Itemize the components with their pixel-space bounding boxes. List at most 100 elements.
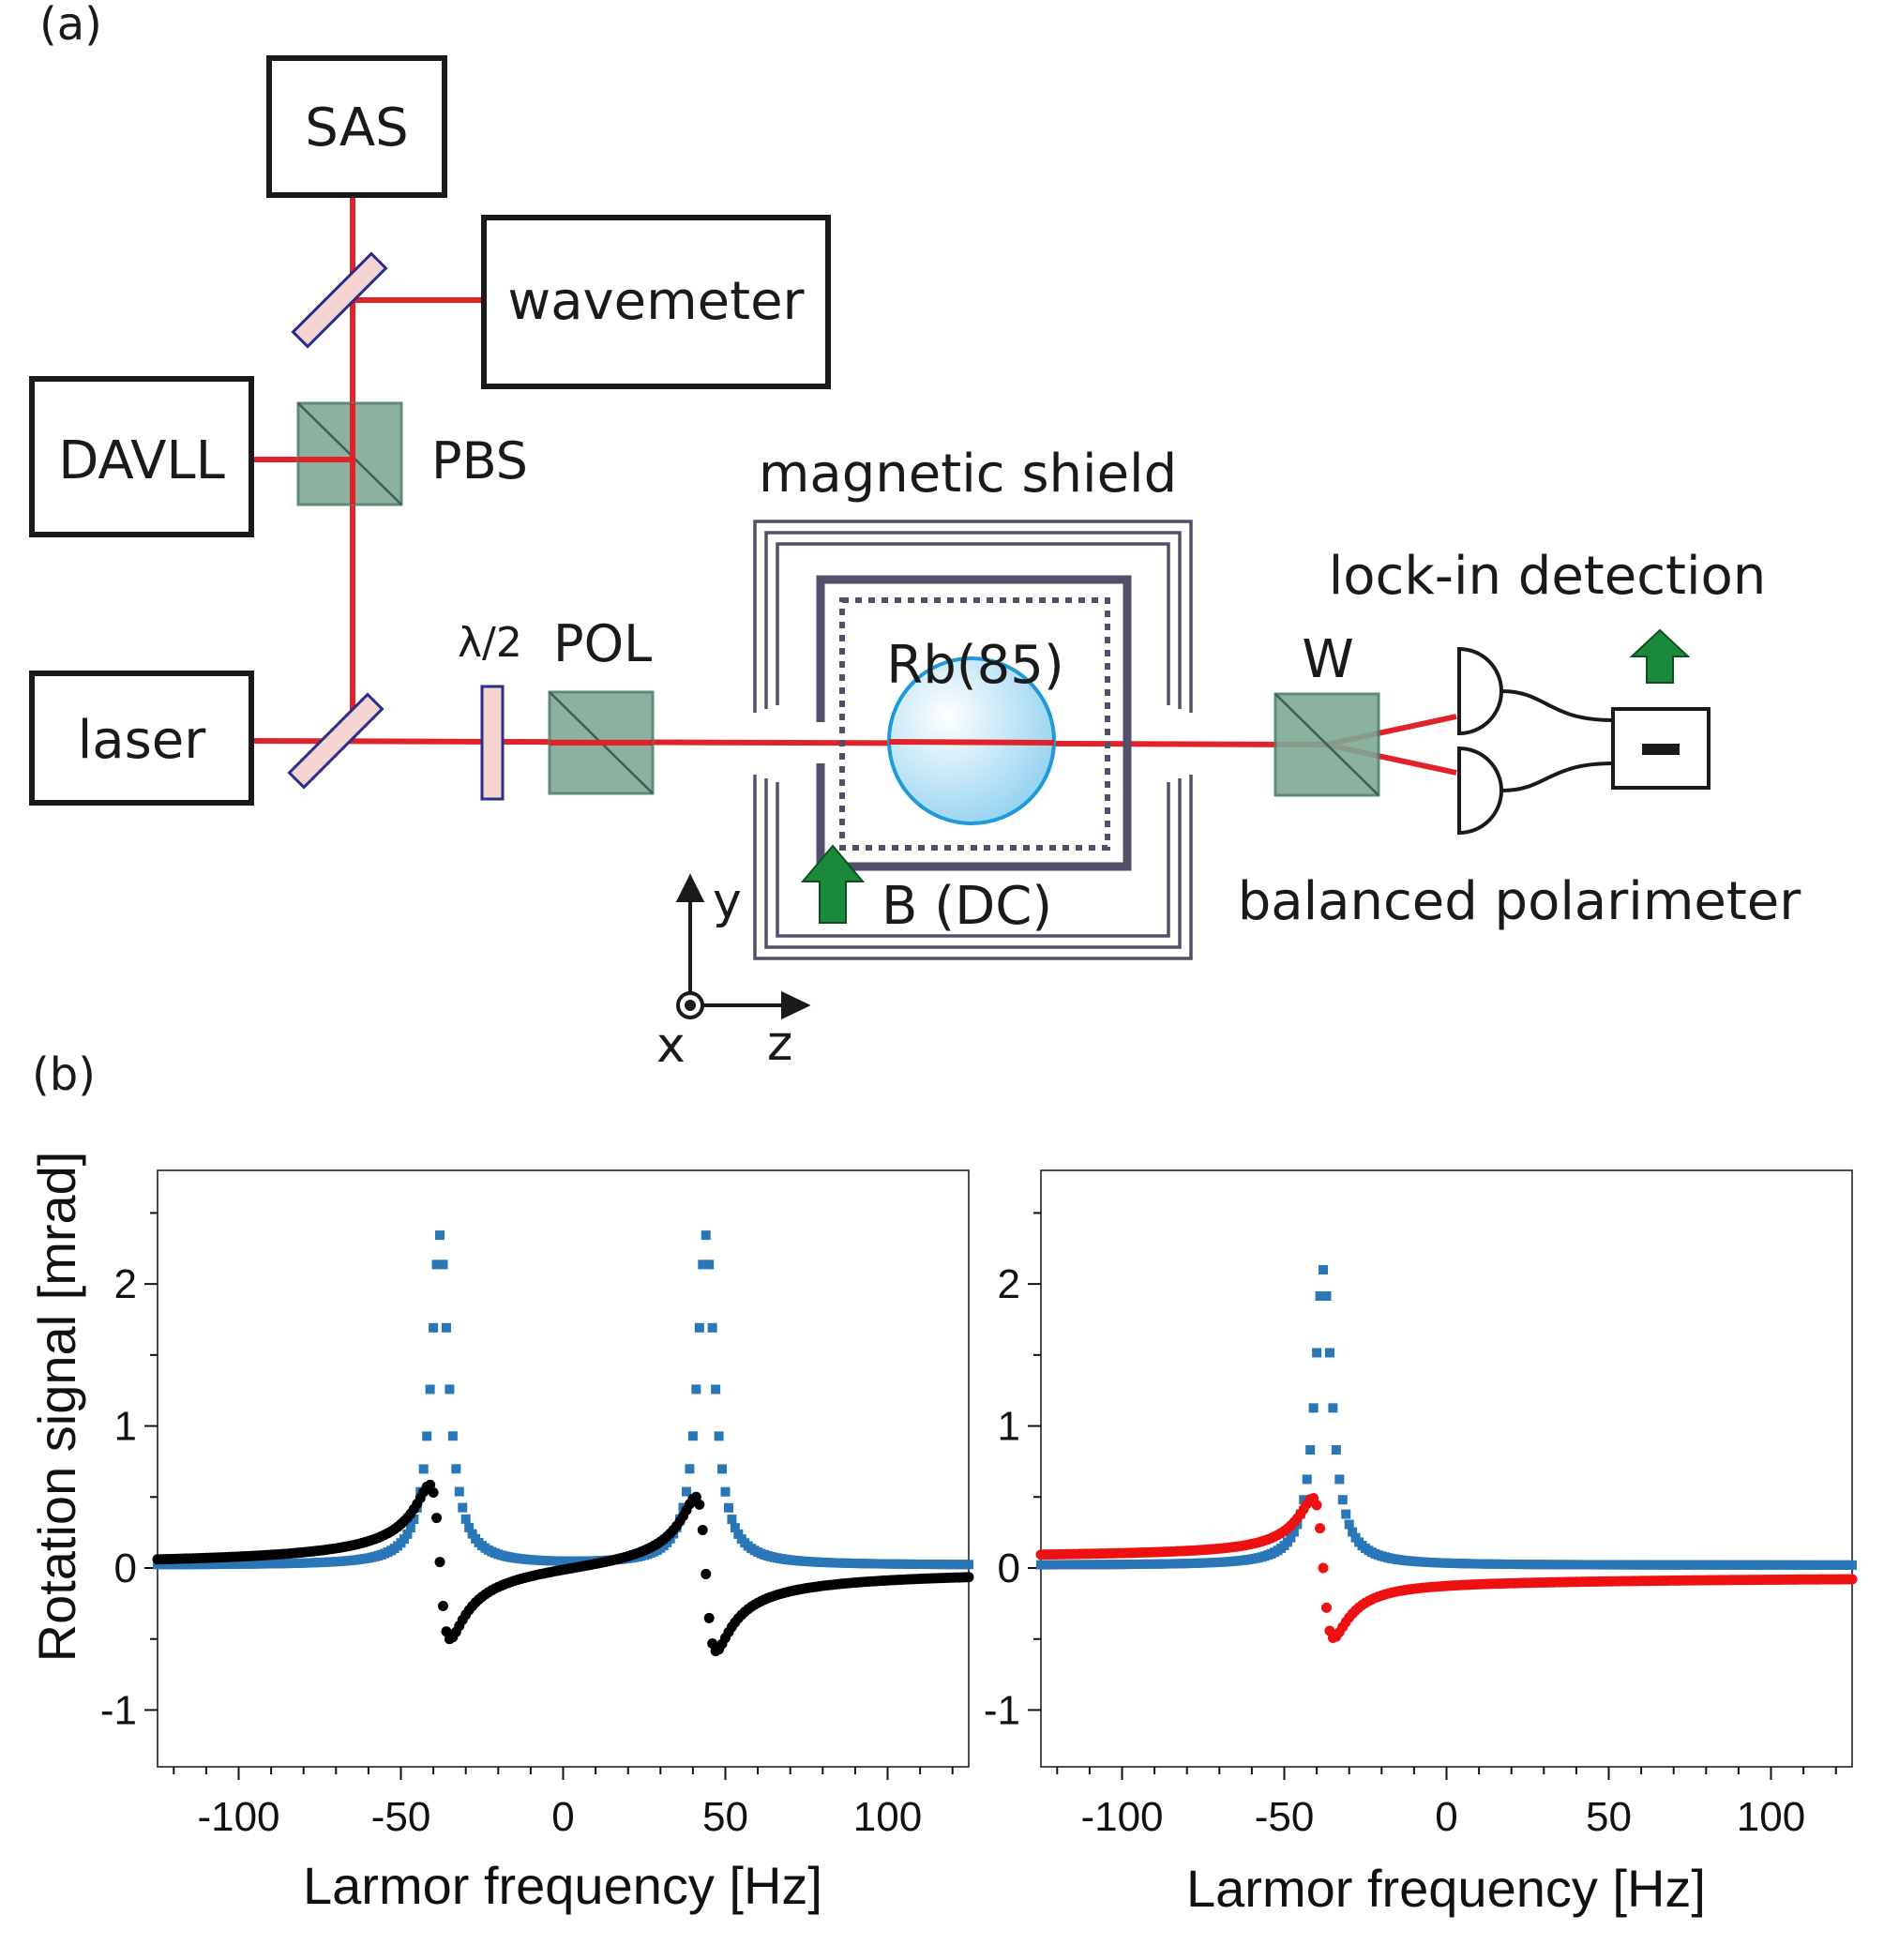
data-point [1319,1265,1329,1274]
y-tick-label: 1 [998,1404,1020,1450]
plot-frame-right [1040,1169,1853,1768]
data-point [723,1502,733,1513]
data-point [429,1322,439,1333]
data-point [701,1230,711,1241]
wollaston-prism [1274,692,1380,797]
data-point [447,1431,458,1441]
data-point [460,1514,471,1524]
sas-box: SAS [266,55,447,198]
data-point [1847,1560,1857,1570]
data-point [1334,1474,1345,1485]
data-point [438,1259,448,1270]
data-point [1331,1445,1341,1455]
field-label: B (DC) [882,876,1052,937]
y-tick-label: 0 [998,1545,1020,1591]
y-tick-label: 0 [114,1545,137,1591]
data-point [1311,1500,1322,1511]
data-point [422,1431,432,1441]
field-arrow-icon [800,844,866,924]
x-tick-label: -100 [197,1794,279,1840]
data-point [691,1384,701,1395]
panel-b-label: (b) [32,1048,96,1101]
axis-x-label: x [656,1018,686,1074]
davll-box: DAVLL [29,376,254,537]
x-tick-label: -50 [1255,1794,1315,1840]
panel-b: (b) Rotation signal [mrad] -100 -50 0 50 100… [27,1048,1858,1918]
shield-label: magnetic shield [759,444,1177,505]
data-point [405,1523,415,1533]
data-point [441,1322,451,1333]
y-axis-label: Rotation signal [mrad] [27,1152,86,1663]
main-beam [250,738,1327,747]
data-point [963,1572,974,1583]
data-point [701,1568,712,1579]
data-point [464,1522,475,1532]
x-tick-label: -100 [1080,1794,1163,1840]
plot-frame-left [157,1169,970,1768]
beam-splitter-bottom [287,692,384,790]
output-arrow-icon [1629,628,1691,684]
laser-label: laser [78,710,207,771]
data-point [1344,1519,1354,1530]
x-tick-label: 100 [853,1794,922,1840]
data-point [1312,1348,1322,1358]
data-point [458,1502,468,1513]
data-point [730,1523,740,1533]
data-point [714,1431,724,1441]
pbs-label: PBS [431,431,528,490]
axis-z-label: z [767,1016,792,1072]
dispersive-series [1035,1492,1858,1644]
wavemeter-box: wavemeter [481,215,831,389]
data-point [694,1499,705,1510]
data-point [425,1384,435,1395]
data-point [703,1612,715,1623]
beam-splitter-top [291,251,388,349]
data-point [694,1322,704,1333]
data-point [711,1384,721,1395]
x-tick-label: -50 [371,1794,431,1840]
sas-label: SAS [305,98,408,158]
data-point [697,1525,708,1536]
data-point [733,1529,744,1539]
half-wave-label: λ/2 [458,619,522,667]
data-point [1318,1562,1329,1574]
data-point [467,1529,477,1539]
data-point [707,1322,717,1333]
data-point [1320,1602,1332,1613]
x-axis-label-right: Larmor frequency [Hz] [1186,1859,1706,1918]
dispersive-series [152,1479,974,1657]
data-point [681,1486,691,1497]
laser-box: laser [29,671,254,806]
data-point [451,1464,461,1474]
data-point [720,1486,731,1497]
panel-a-label: (a) [39,0,102,51]
data-point [435,1230,445,1241]
data-point [704,1259,715,1270]
data-point [434,1557,445,1568]
y-tick-label: 2 [998,1261,1020,1307]
data-point [1337,1495,1348,1505]
data-point [445,1384,455,1395]
absorptive-series [1036,1265,1857,1570]
data-point [409,1515,419,1525]
data-point [964,1560,973,1570]
subtractor-box [1611,707,1711,790]
data-point [1289,1527,1299,1537]
data-point [687,1431,698,1441]
x-tick-label: 50 [702,1794,748,1840]
data-point [1324,1348,1334,1358]
data-point [1846,1574,1858,1585]
data-point [1341,1509,1351,1519]
polarimeter-label: balanced polarimeter [1238,871,1802,932]
data-point [1315,1523,1326,1534]
pbs-cube [296,401,403,506]
coordinate-axes [675,873,811,1020]
x-tick-label: 50 [1586,1794,1632,1840]
polarizer-cube [548,690,655,795]
data-point [1308,1403,1319,1413]
data-point [418,1464,429,1474]
data-point [1286,1532,1296,1543]
data-point [399,1534,409,1545]
